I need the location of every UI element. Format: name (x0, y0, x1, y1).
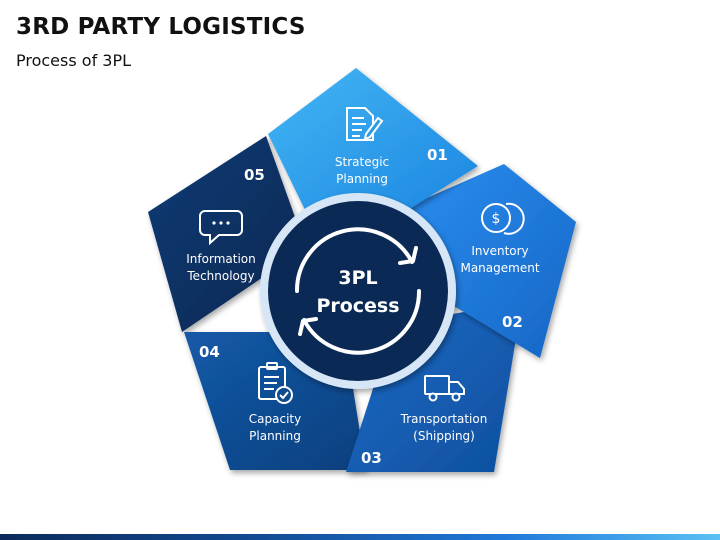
dollar-coins-icon: $ (481, 202, 525, 235)
document-pencil-icon (346, 107, 384, 141)
chat-bubble-icon (199, 210, 243, 246)
segment-02-label-line1: Inventory (471, 244, 528, 258)
center-disc (268, 201, 448, 381)
segment-05-label-line1: Information (186, 252, 255, 266)
svg-text:$: $ (492, 211, 501, 227)
segment-04-label-line1: Capacity (249, 412, 301, 426)
segment-02: $ Inventory Management 02 (404, 164, 576, 358)
segment-03-label-line2: (Shipping) (413, 429, 475, 443)
segment-02-number: 02 (502, 313, 523, 331)
refresh-cycle-icon (294, 227, 422, 355)
segment-03-number: 03 (361, 449, 382, 467)
segment-01: Strategic Planning 01 (268, 68, 478, 216)
clipboard-check-icon (258, 362, 293, 404)
segment-01-number: 01 (427, 146, 448, 164)
segment-02-shape (404, 164, 576, 358)
center-label-line1: 3PL (338, 267, 377, 289)
segment-01-label-line2: Planning (336, 172, 388, 186)
segment-03-label-line1: Transportation (400, 412, 488, 426)
center-label-line2: Process (316, 295, 399, 317)
segment-01-shape (268, 68, 478, 216)
segment-04-label-line2: Planning (249, 429, 301, 443)
segment-01-label-line1: Strategic (335, 155, 389, 169)
page-title: 3RD PARTY LOGISTICS (16, 14, 306, 40)
segment-02-label-line2: Management (460, 261, 539, 275)
segment-05: 05 Information Technology (148, 136, 306, 332)
center-hub: 3PL Process (260, 193, 456, 389)
page-subtitle: Process of 3PL (16, 51, 132, 70)
segment-05-label-line2: Technology (186, 269, 254, 283)
bottom-accent-bar (0, 534, 720, 540)
delivery-truck-icon (424, 375, 465, 402)
segment-05-number: 05 (244, 166, 265, 184)
segment-04-number: 04 (199, 343, 220, 361)
